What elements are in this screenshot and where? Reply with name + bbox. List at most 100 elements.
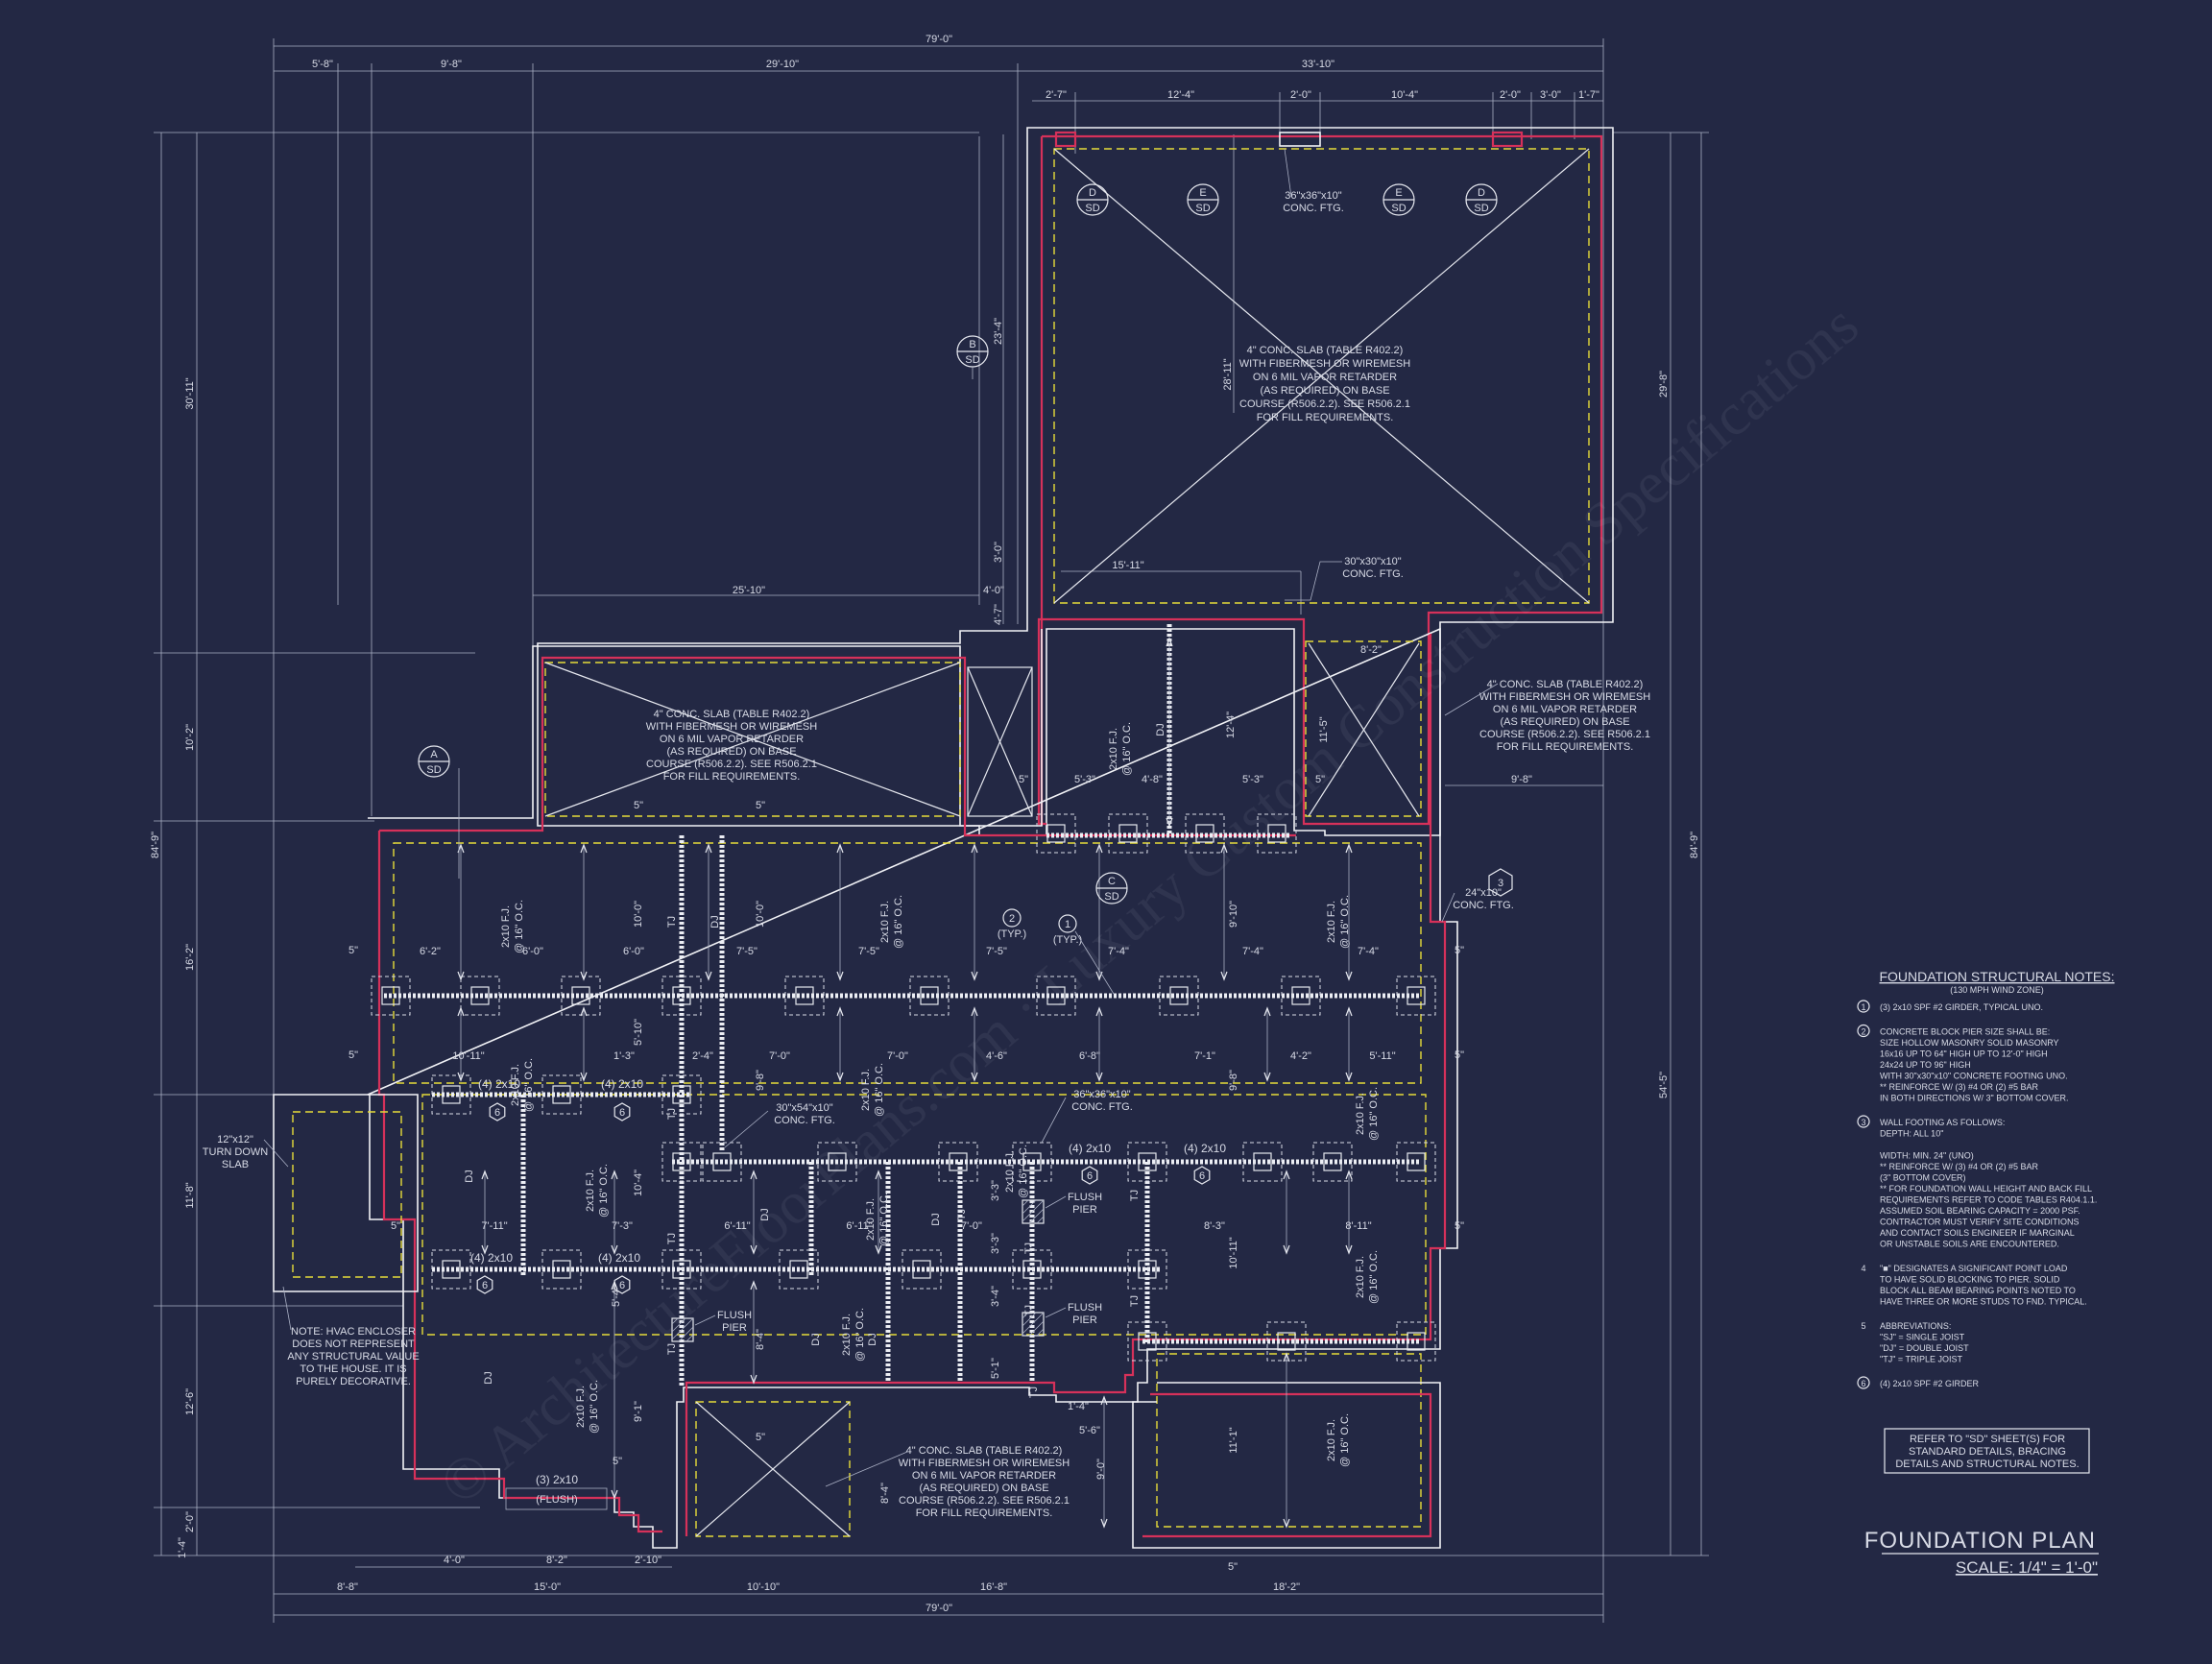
dim-row1-e: 7'-5" (858, 946, 879, 957)
drawing-title: FOUNDATION PLAN (1864, 1528, 2096, 1554)
note-line: HAVE THREE OR MORE STUDS TO FND. TYPICAL… (1880, 1297, 2087, 1307)
arrow-head (971, 843, 978, 854)
dj-label: DJ (709, 915, 721, 928)
note-line: ** FOR FOUNDATION WALL HEIGHT AND BACK F… (1880, 1184, 2092, 1194)
dim-top-j: 3'-0" (1540, 89, 1561, 101)
arrow-head (750, 1244, 757, 1255)
note-line: "■" DESIGNATES A SIGNIFICANT POINT LOAD (1880, 1264, 2068, 1273)
dim-five-l1: 5" (349, 945, 358, 956)
dim-v3: 9'-10" (1228, 901, 1239, 928)
section-marker-letter: D (1089, 187, 1096, 199)
dim-interior-4-7: 4'-7" (993, 604, 1004, 625)
tj-label: TJ (1023, 1305, 1035, 1316)
turn-down-line: SLAB (222, 1159, 249, 1170)
six-tag-hex (1081, 1166, 1098, 1185)
joist-label: 2x10 F.J.@ 16" O.C. (879, 895, 904, 949)
note-line: AND CONTACT SOILS ENGINEER IF MARGINAL (1880, 1228, 2075, 1238)
dim-v6: 9'-8" (1228, 1070, 1239, 1091)
arrow-head (1220, 971, 1228, 981)
dim-left-c: 16'-2" (184, 944, 196, 971)
dim-interior-5-3b: 5'-3" (1242, 774, 1263, 785)
dim-row3-f: 8'-3" (1204, 1220, 1225, 1232)
dim-top-f: 12'-4" (1167, 89, 1194, 101)
slab-note-line: ON 6 MIL VAPOR RETARDER (1253, 372, 1397, 383)
note-line: (3) 2x10 SPF #2 GIRDER, TYPICAL UNO. (1880, 1002, 2043, 1012)
joist-label: 2x10 F.J.@ 16" O.C. (575, 1380, 600, 1434)
joist-spacing: @ 16" O.C. (1339, 895, 1351, 949)
six-tag-number: 6 (619, 1107, 625, 1119)
arrow-head (457, 1006, 465, 1017)
pier-footing (779, 1249, 819, 1290)
arrow-head (971, 971, 978, 981)
pier-block (381, 986, 400, 1005)
pier-block (1169, 986, 1189, 1005)
dim-five-r3: 5" (1455, 1220, 1464, 1232)
dim-row2-h: 7'-1" (1194, 1050, 1215, 1062)
section-marker-letter: D (1478, 187, 1485, 199)
pier-block (1138, 1260, 1157, 1279)
pier-footing (371, 976, 411, 1016)
pier-block (442, 1260, 461, 1279)
dim-row1-g: 7'-4" (1108, 946, 1129, 957)
pier-block (552, 1085, 571, 1104)
pier-block (442, 1085, 461, 1104)
pier-footing (938, 1142, 978, 1182)
six-tag-hex (613, 1275, 631, 1294)
slab-note-line: 4" CONC. SLAB (TABLE R402.2) (906, 1445, 1063, 1457)
note-number: 4 (1861, 1264, 1865, 1273)
joist-size: 2x10 F.J. (1004, 1150, 1016, 1193)
turn-down-line: 12"x12" (217, 1134, 253, 1146)
girder-label: (4) 2x10 (470, 1251, 513, 1265)
dim-bottom-f: 4'-0" (444, 1555, 465, 1566)
dim-row1-i: 7'-4" (1358, 946, 1379, 957)
ftg-36b-label: 36"x36"x10" (1073, 1089, 1131, 1100)
dim-right-overall: 84'-9" (1689, 832, 1700, 858)
arrow-head (580, 1006, 588, 1017)
dim-v16: 3'-3" (990, 1180, 1001, 1201)
dim-top-g: 2'-0" (1290, 89, 1311, 101)
dim-row1-f: 7'-5" (986, 946, 1007, 957)
dim-row3-d: 6'-11" (846, 1220, 872, 1232)
six-tag-number: 6 (494, 1107, 500, 1119)
dim-left-d: 11'-8" (184, 1182, 196, 1208)
slab-note-line: COURSE (R506.2.2). SEE R506.2.1 (1479, 729, 1650, 740)
dim-row2-b: 1'-3" (613, 1050, 635, 1062)
six-tag-number: 6 (482, 1280, 488, 1291)
dim-v2: 10'-0" (755, 901, 766, 928)
pier-block (1323, 1152, 1342, 1171)
arrow-head (1095, 1006, 1103, 1017)
girder-label: (3) 2x10 (536, 1473, 578, 1486)
joist-size: 2x10 F.J. (1108, 728, 1119, 770)
dj-label: DJ (759, 1208, 771, 1220)
refer-line-2: STANDARD DETAILS, BRACING (1909, 1446, 2066, 1458)
pier-block (672, 1085, 691, 1104)
dim-row1-c: 6'-0" (623, 946, 644, 957)
arrow-head (580, 843, 588, 854)
arrow-head (836, 843, 844, 854)
section-marker-sheet: SD (426, 764, 441, 776)
pier-footing (1127, 1249, 1167, 1290)
note-line: "SJ" = SINGLE JOIST (1880, 1333, 1965, 1342)
dim-row3-g: 8'-11" (1345, 1220, 1371, 1232)
dim-v17: 3'-3" (990, 1233, 1001, 1254)
dj-label: DJ (1155, 723, 1166, 736)
joist-label: 2x10 F.J.@ 16" O.C. (510, 1058, 535, 1112)
arrow-head (1263, 1006, 1271, 1017)
dim-row2-j: 5'-11" (1369, 1050, 1395, 1062)
girder-labels: (4) 2x10 (4) 2x10 (4) 2x10 (4) 2x10 (4) … (470, 1077, 1226, 1510)
hvac-note-line: TO THE HOUSE. IT IS (300, 1363, 406, 1375)
arrow-head (1100, 1518, 1108, 1529)
slab-note-line: FOR FILL REQUIREMENTS. (1497, 741, 1634, 753)
dim-row2-e: 7'-0" (887, 1050, 908, 1062)
arrow-head (1283, 1518, 1290, 1529)
pier-block (912, 1260, 931, 1279)
dim-interior-8-2: 8'-2" (1360, 644, 1382, 656)
pier-block (1267, 824, 1286, 843)
hvac-note-line: NOTE: HVAC ENCLOSER (291, 1326, 416, 1338)
pier-footing (1312, 1142, 1353, 1182)
dim-top-b: 9'-8" (441, 59, 462, 70)
dim-row3-b: 7'-3" (612, 1220, 633, 1232)
pier-block (1022, 1260, 1042, 1279)
joist-label: 2x10 F.J.@ 16" O.C. (1326, 895, 1351, 949)
